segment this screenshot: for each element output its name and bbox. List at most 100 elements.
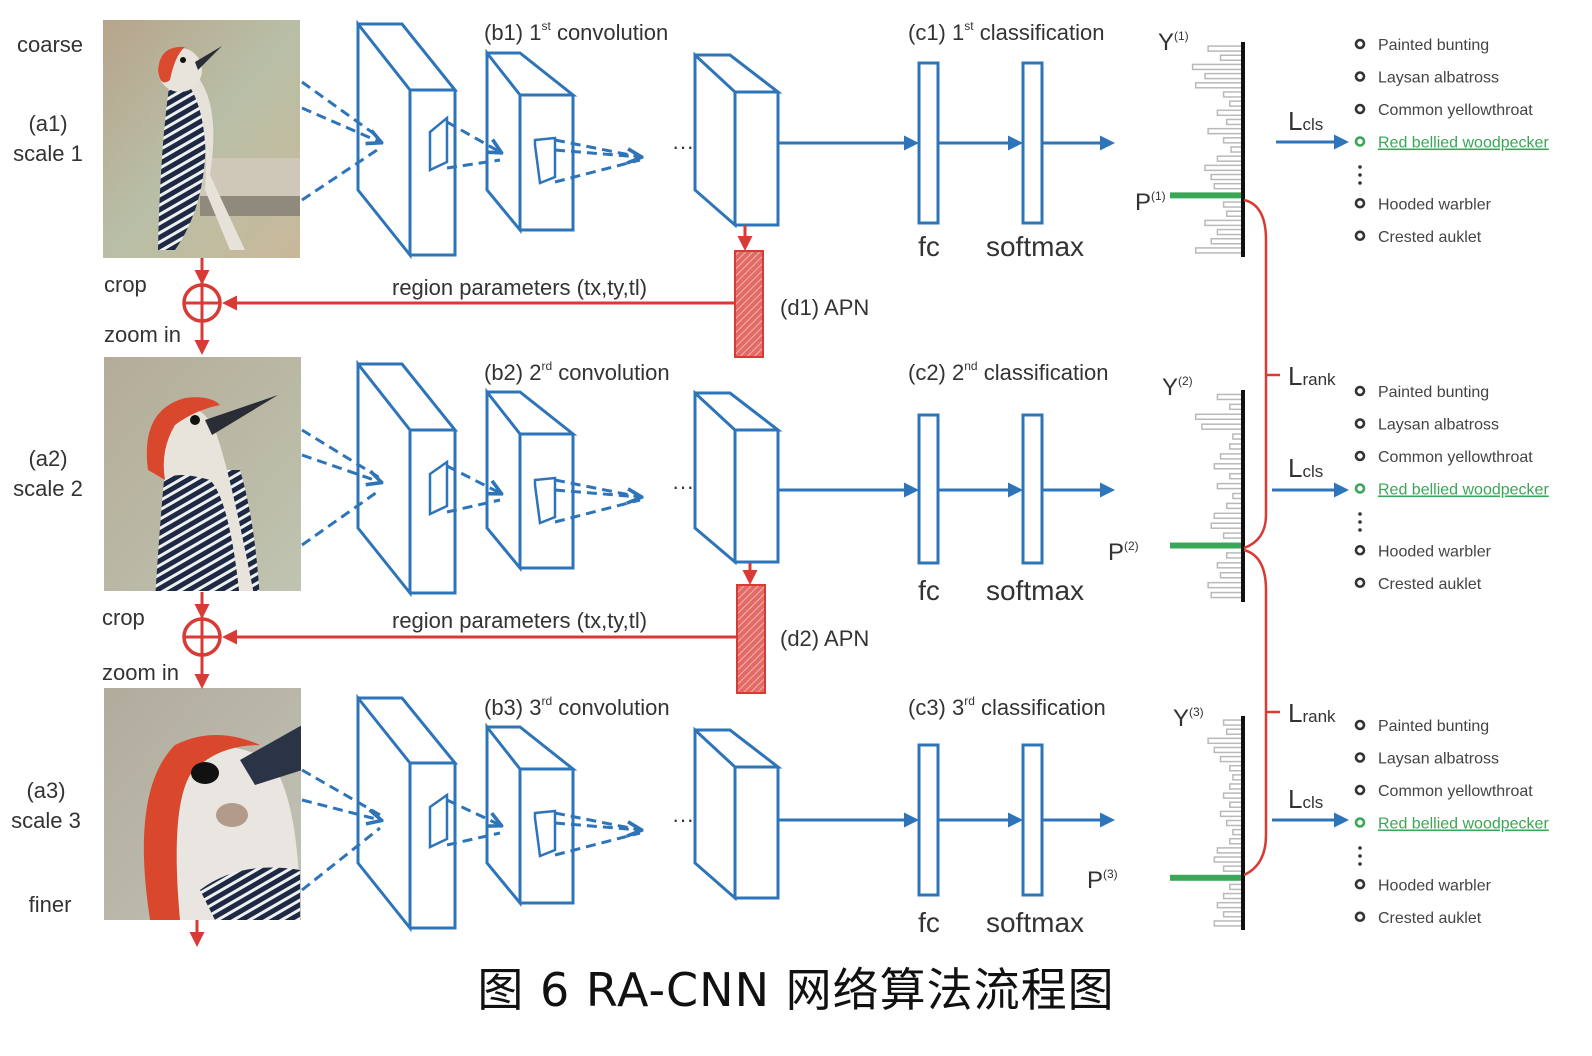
class-label: Crested auklet xyxy=(1378,576,1482,593)
class-bullet-icon xyxy=(1354,784,1366,796)
conv-layer-n xyxy=(693,51,783,229)
class-label: Crested auklet xyxy=(1378,910,1482,927)
probability-histogram-1 xyxy=(1170,42,1245,257)
receptive-field-dashes-2 xyxy=(301,428,640,547)
class-label: Hooded warbler xyxy=(1378,543,1492,560)
class-bullet-icon xyxy=(1354,719,1366,731)
scale-id-label: (a1) xyxy=(28,111,67,136)
class-bullet-icon xyxy=(1354,577,1366,589)
probability-bar xyxy=(1222,532,1243,539)
softmax-layer xyxy=(1021,413,1044,565)
conv-kernel-2 xyxy=(533,476,557,525)
pt-label: P(2) xyxy=(1108,539,1139,566)
probability-bar xyxy=(1216,228,1243,236)
conv-layer-1 xyxy=(356,19,459,260)
zoom-in-label: zoom in xyxy=(102,660,179,685)
input-image-scale-1 xyxy=(103,20,300,258)
pt-label: P(1) xyxy=(1135,189,1166,216)
receptive-field-dashes-3 xyxy=(301,768,640,892)
apn-block xyxy=(734,250,764,358)
probability-bar xyxy=(1222,865,1243,872)
softmax-layer xyxy=(1021,743,1044,897)
probability-bar xyxy=(1204,72,1243,80)
receptive-field-dashes-1 xyxy=(301,80,640,202)
class-label: Common yellowthroat xyxy=(1378,102,1533,119)
class-label: Hooded warbler xyxy=(1378,196,1492,213)
ellipsis-dot xyxy=(1358,512,1362,516)
class-label: Laysan albatross xyxy=(1378,70,1499,87)
probability-bar xyxy=(1222,91,1243,98)
rank-loss-connectors xyxy=(1243,198,1280,877)
target-class-label: Red bellied woodpecker xyxy=(1378,816,1549,833)
classification-title: (c1) 1st classification xyxy=(908,19,1104,45)
probability-bar xyxy=(1207,581,1243,589)
class-bullet-icon xyxy=(1354,230,1366,242)
probability-bar xyxy=(1216,901,1243,909)
apn-label: (d1) APN xyxy=(780,295,869,320)
class-bullet-icon xyxy=(1354,103,1366,115)
scale-id-label: (a2) xyxy=(28,446,67,471)
input-image-scale-3 xyxy=(104,688,301,920)
probability-bar xyxy=(1222,792,1243,799)
probability-bar xyxy=(1225,118,1243,126)
class-bullet-icon xyxy=(1354,197,1366,209)
ellipsis-dot xyxy=(1358,846,1362,850)
row-scale-3: (a3) scale 3 finer xyxy=(11,688,1115,938)
class-bullet-icon xyxy=(1354,544,1366,556)
classification-title: (c3) 3rd classification xyxy=(908,694,1106,720)
probability-bar xyxy=(1229,100,1243,107)
cls-loss-label: Lcls xyxy=(1288,784,1323,814)
conv-stack-2 xyxy=(356,359,783,598)
ellipsis-dot xyxy=(1358,165,1362,169)
probability-bar xyxy=(1219,755,1243,763)
ellipsis-layers: ··· xyxy=(672,474,694,499)
apn-1: (d1) APN region parameters (tx,ty,tl) cr… xyxy=(104,225,869,358)
conv-kernel-1 xyxy=(428,792,449,849)
probability-bar xyxy=(1213,463,1243,470)
probability-bar xyxy=(1222,201,1243,208)
probability-bar xyxy=(1232,433,1243,440)
class-bullet-icon xyxy=(1354,136,1366,147)
fc-layer xyxy=(917,743,940,897)
probability-bar xyxy=(1213,512,1243,520)
fc-label: fc xyxy=(918,575,940,606)
probability-bar xyxy=(1210,173,1243,181)
class-bullet-icon xyxy=(1354,483,1366,494)
probability-bar xyxy=(1216,482,1243,490)
probability-bar xyxy=(1229,783,1243,790)
class-bullet-icon xyxy=(1354,38,1366,50)
probability-bar xyxy=(1210,522,1243,529)
probability-bar xyxy=(1229,764,1243,772)
ellipsis-dot xyxy=(1358,181,1362,185)
class-bullet-icon xyxy=(1354,878,1366,890)
ellipsis-dot xyxy=(1358,854,1362,858)
conv-layer-n xyxy=(693,726,783,902)
class-label: Painted bunting xyxy=(1378,384,1489,401)
rank-loss-label: Lrank xyxy=(1288,361,1336,391)
probability-bar xyxy=(1229,801,1243,808)
probability-bar xyxy=(1194,247,1243,254)
ellipsis-dot xyxy=(1358,173,1362,177)
y-label: Y(1) xyxy=(1158,29,1189,56)
probability-bar xyxy=(1229,443,1243,450)
pt-label: P(3) xyxy=(1087,867,1118,894)
softmax-label: softmax xyxy=(986,575,1084,606)
region-params-label: region parameters (tx,ty,tl) xyxy=(392,608,647,633)
probability-bar xyxy=(1210,591,1243,599)
probability-bar xyxy=(1213,746,1243,754)
ellipsis-dot xyxy=(1358,528,1362,532)
row-scale-1: coarse (a1) scale 1 xyxy=(13,19,1115,262)
probability-bar xyxy=(1222,911,1243,918)
probability-bar xyxy=(1216,393,1243,401)
fc-layer xyxy=(917,61,940,225)
probability-bar xyxy=(1216,155,1243,162)
probability-bar xyxy=(1225,728,1243,735)
probability-bar xyxy=(1225,502,1243,510)
probability-bar xyxy=(1213,920,1243,927)
conv-title: (b1) 1st convolution xyxy=(484,19,668,45)
probability-bar xyxy=(1210,237,1243,245)
probability-bar xyxy=(1219,810,1243,818)
classification-title: (c2) 2nd classification xyxy=(908,359,1108,385)
